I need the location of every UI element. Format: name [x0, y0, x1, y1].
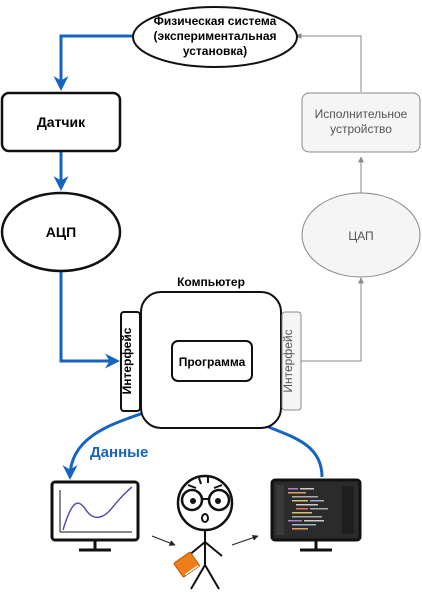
dac-label: ЦАП: [348, 229, 373, 243]
program-label: Программа: [179, 355, 246, 369]
arrow-adc-to-interface: [59, 271, 120, 369]
dac-node: ЦАП: [301, 192, 421, 278]
actuator-label-line2: устройство: [330, 122, 392, 136]
adc-node: АЦП: [0, 191, 122, 273]
sensor-node: Датчик: [0, 91, 122, 153]
adc-label: АЦП: [46, 224, 76, 240]
arrow-data-monitor-to-person: [151, 535, 176, 546]
program-node: Программа: [171, 340, 253, 382]
code-editor-monitor-icon: [270, 478, 362, 552]
arrow-interface-to-dac: [301, 277, 364, 362]
data-label: Данные: [90, 444, 148, 461]
computer-label: Компьютер: [177, 275, 245, 289]
interface-right-node: Интерфейс: [281, 311, 302, 411]
physical-system-label-line3: установка): [183, 44, 247, 58]
interface-left-label: Интерфейс: [120, 327, 134, 394]
actuator-label-line1: Исполнительное: [315, 107, 408, 121]
interface-left-node: Интерфейс: [120, 311, 141, 412]
interface-right-label: Интерфейс: [281, 329, 295, 392]
data-plot-monitor-icon: [50, 480, 140, 552]
arrow-person-to-code-monitor: [231, 534, 259, 546]
actuator-node: Исполнительное устройство: [301, 92, 421, 153]
code-lines: [288, 488, 328, 530]
physical-system-node: Физическая система (экспериментальная ус…: [132, 6, 298, 68]
arrow-actuator-to-system: [295, 33, 362, 92]
sensor-label: Датчик: [37, 114, 86, 130]
researcher-figure-icon: [173, 474, 234, 590]
physical-system-label-line1: Физическая система: [154, 14, 277, 28]
book-icon: [173, 551, 200, 578]
plot-curve: [62, 486, 133, 531]
arrow-system-to-sensor: [53, 34, 134, 91]
physical-system-label-line2: (экспериментальная: [153, 29, 276, 43]
